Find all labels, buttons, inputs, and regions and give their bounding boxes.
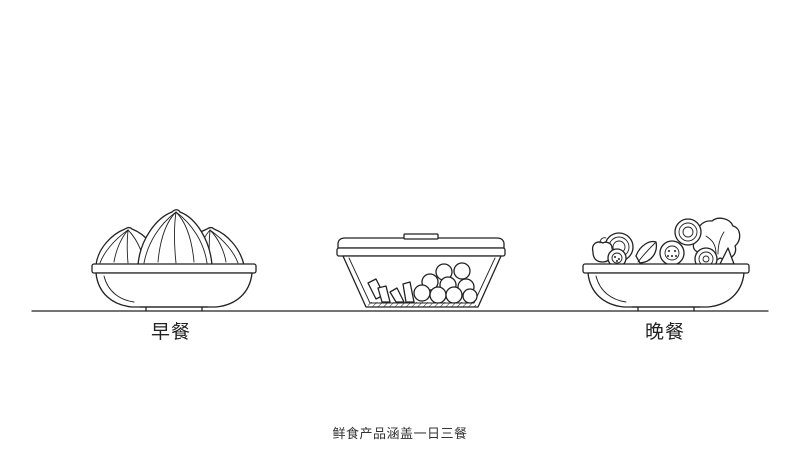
vegetable-salad-bowl-icon <box>582 217 750 312</box>
caption-text: 鲜食产品涵盖一日三餐 <box>332 427 468 442</box>
fresh-food-container-icon <box>336 233 506 308</box>
dinner-label: 晚餐 <box>645 321 686 343</box>
steamed-buns-bowl-icon <box>91 209 257 312</box>
breakfast-label: 早餐 <box>151 321 192 343</box>
steamed-bun-icon <box>137 209 213 266</box>
